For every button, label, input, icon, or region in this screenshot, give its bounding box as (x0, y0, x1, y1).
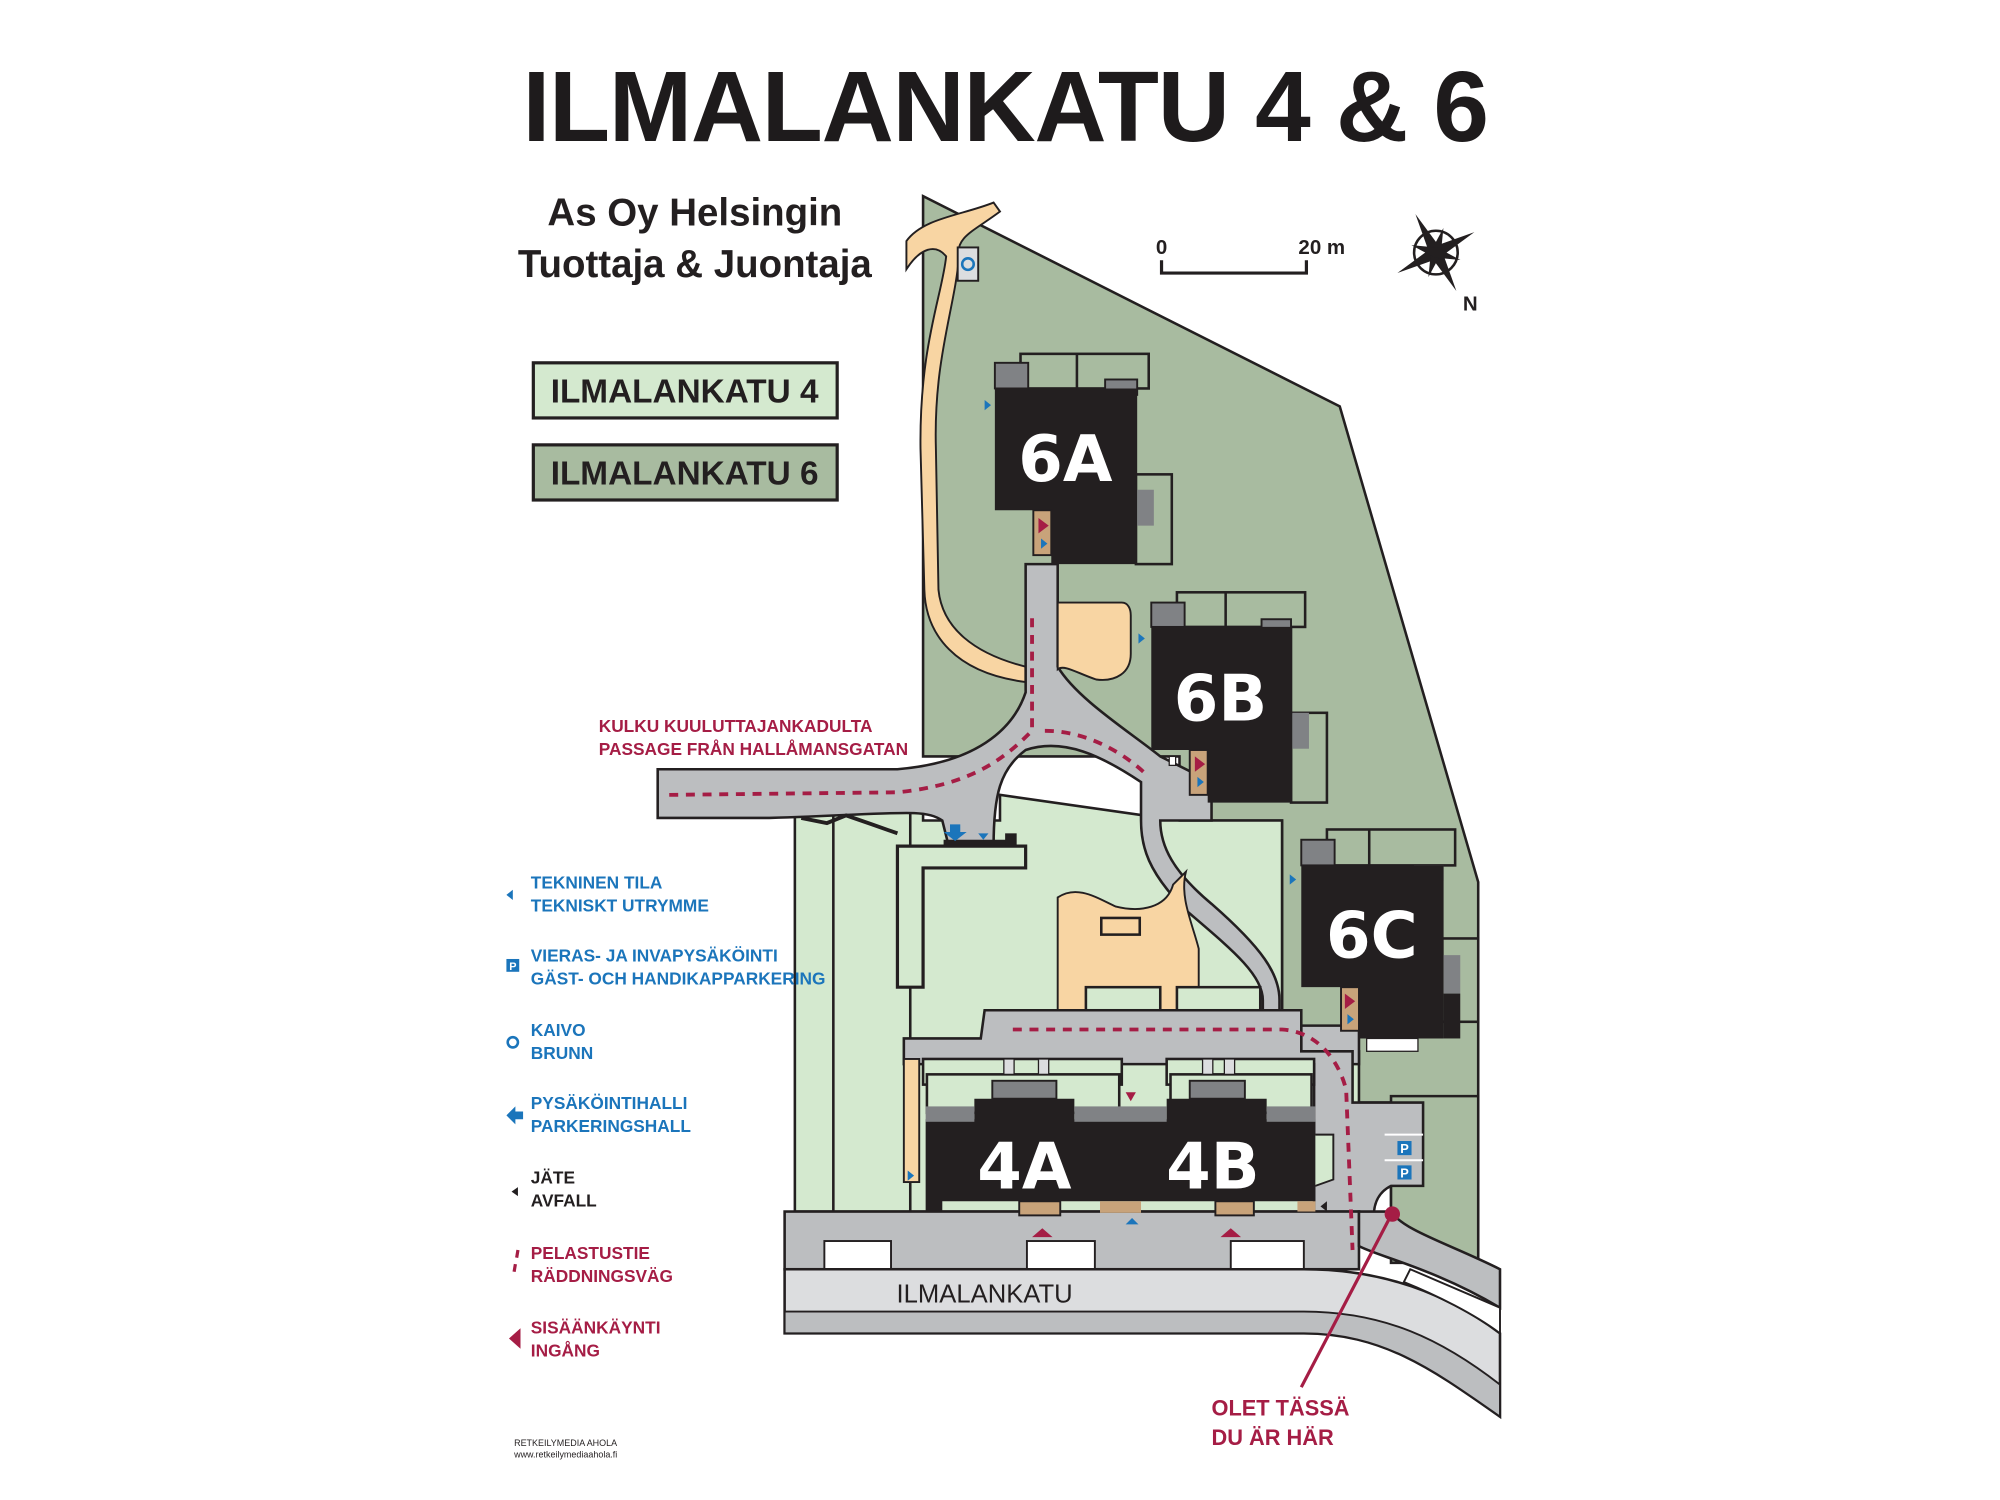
subtitle-line2: Tuottaja & Juontaja (518, 243, 873, 286)
footpath (905, 201, 1027, 684)
svg-text:TEKNISKT UTRYMME: TEKNISKT UTRYMME (531, 896, 709, 916)
scale-end-label: 20 m (1298, 236, 1345, 259)
scale-start-label: 0 (1156, 236, 1167, 259)
building-6b[interactable]: 6B (1138, 591, 1329, 804)
stairs-hatch (800, 813, 899, 836)
building-6c[interactable]: 6C (1289, 828, 1480, 1052)
rescue-route (669, 615, 1355, 1251)
parking-sign-2: P (1400, 1166, 1409, 1181)
address-legend-4-label: ILMALANKATU 4 (551, 374, 819, 411)
svg-text:PARKERINGSHALL: PARKERINGSHALL (531, 1116, 692, 1136)
address-legend-4: ILMALANKATU 4 (531, 361, 839, 420)
waste-triangle-icon (511, 1187, 518, 1197)
building-6c-label: 6C (1326, 900, 1418, 974)
svg-text:P: P (509, 961, 516, 973)
svg-text:KAIVO: KAIVO (531, 1020, 586, 1040)
address-legend-6: ILMALANKATU 6 (531, 443, 839, 502)
you-are-here-marker: OLET TÄSSÄ DU ÄR HÄR (1212, 1206, 1400, 1450)
building-row-4 (902, 1057, 1335, 1238)
you-are-here-line2: DU ÄR HÄR (1212, 1425, 1334, 1450)
street-label: ILMALANKATU (897, 1281, 1073, 1309)
scale-bar: 0 20 m (1156, 236, 1345, 275)
legend-item-entrance: SISÄÄNKÄYNTI INGÅNG (508, 1317, 661, 1360)
passage-label-line2: PASSAGE FRÅN HALLÅMANSGATAN (599, 739, 908, 759)
well-circle-icon (506, 1035, 520, 1049)
you-are-here-line1: OLET TÄSSÄ (1212, 1395, 1350, 1420)
svg-text:INGÅNG: INGÅNG (531, 1340, 600, 1360)
building-4b[interactable]: 4B (1166, 1130, 1259, 1204)
legend-item-waste: JÄTE AVFALL (511, 1167, 597, 1210)
svg-text:PELASTUSTIE: PELASTUSTIE (531, 1243, 650, 1263)
entrance-triangle-icon (508, 1328, 521, 1349)
address-legend-6-label: ILMALANKATU 6 (551, 456, 819, 493)
svg-text:BRUNN: BRUNN (531, 1043, 593, 1063)
rescue-route-dashes-icon (512, 1249, 520, 1273)
svg-text:RÄDDNINGSVÄG: RÄDDNINGSVÄG (531, 1266, 673, 1286)
svg-text:PYSÄKÖINTIHALLI: PYSÄKÖINTIHALLI (531, 1093, 688, 1113)
legend-item-well: KAIVO BRUNN (506, 1020, 593, 1063)
svg-text:VIERAS- JA INVAPYSÄKÖINTI: VIERAS- JA INVAPYSÄKÖINTI (531, 946, 778, 966)
passage-label-line1: KULKU KUULUTTAJANKADULTA (599, 716, 873, 736)
parking-icon (506, 958, 520, 972)
building-6b-label: 6B (1174, 663, 1267, 737)
well-marker[interactable] (956, 246, 980, 282)
legend-item-parking-hall: PYSÄKÖINTIHALLI PARKERINGSHALL (506, 1093, 691, 1136)
legend-item-guest-parking: P VIERAS- JA INVAPYSÄKÖINTI GÄST- OCH HA… (506, 946, 825, 989)
svg-text:GÄST- OCH HANDIKAPPARKERING: GÄST- OCH HANDIKAPPARKERING (531, 969, 826, 989)
building-4a[interactable]: 4A (977, 1130, 1072, 1204)
playground-area (1056, 868, 1200, 1012)
parking-sign-1: P (1400, 1141, 1409, 1156)
legend-item-technical-room: TEKNINEN TILA TEKNISKT UTRYMME (506, 872, 709, 916)
subtitle-line1: As Oy Helsingin (547, 192, 842, 235)
svg-text:JÄTE: JÄTE (531, 1167, 575, 1187)
north-label: N (1463, 292, 1478, 315)
parking-hall-arrow-icon (506, 1106, 524, 1125)
building-6a-label: 6A (1018, 423, 1113, 497)
building-4a-label: 4A (977, 1130, 1072, 1204)
technical-room-triangle-icon (506, 889, 513, 900)
svg-text:SISÄÄNKÄYNTI: SISÄÄNKÄYNTI (531, 1317, 661, 1337)
map-title: ILMALANKATU 4 & 6 (523, 51, 1488, 163)
sand-patch (1056, 601, 1132, 681)
guest-parking[interactable]: P P (1384, 1133, 1424, 1181)
credit-line1: RETKEILYMEDIA AHOLA (514, 1438, 617, 1448)
legend: TEKNINEN TILA TEKNISKT UTRYMME P VIERAS-… (506, 872, 825, 1360)
publisher-credit: RETKEILYMEDIA AHOLA www.retkeilymediaaho… (513, 1438, 617, 1460)
credit-line2: www.retkeilymediaahola.fi (513, 1450, 617, 1460)
building-4b-label: 4B (1166, 1130, 1259, 1204)
compass-rose-icon: N (1397, 214, 1478, 315)
building-6a[interactable]: 6A (984, 352, 1174, 566)
svg-text:AVFALL: AVFALL (531, 1190, 597, 1210)
svg-text:TEKNINEN TILA: TEKNINEN TILA (531, 872, 663, 892)
parking-hall-entrance-icon (943, 824, 989, 842)
legend-item-rescue-route: PELASTUSTIE RÄDDNINGSVÄG (512, 1243, 673, 1286)
